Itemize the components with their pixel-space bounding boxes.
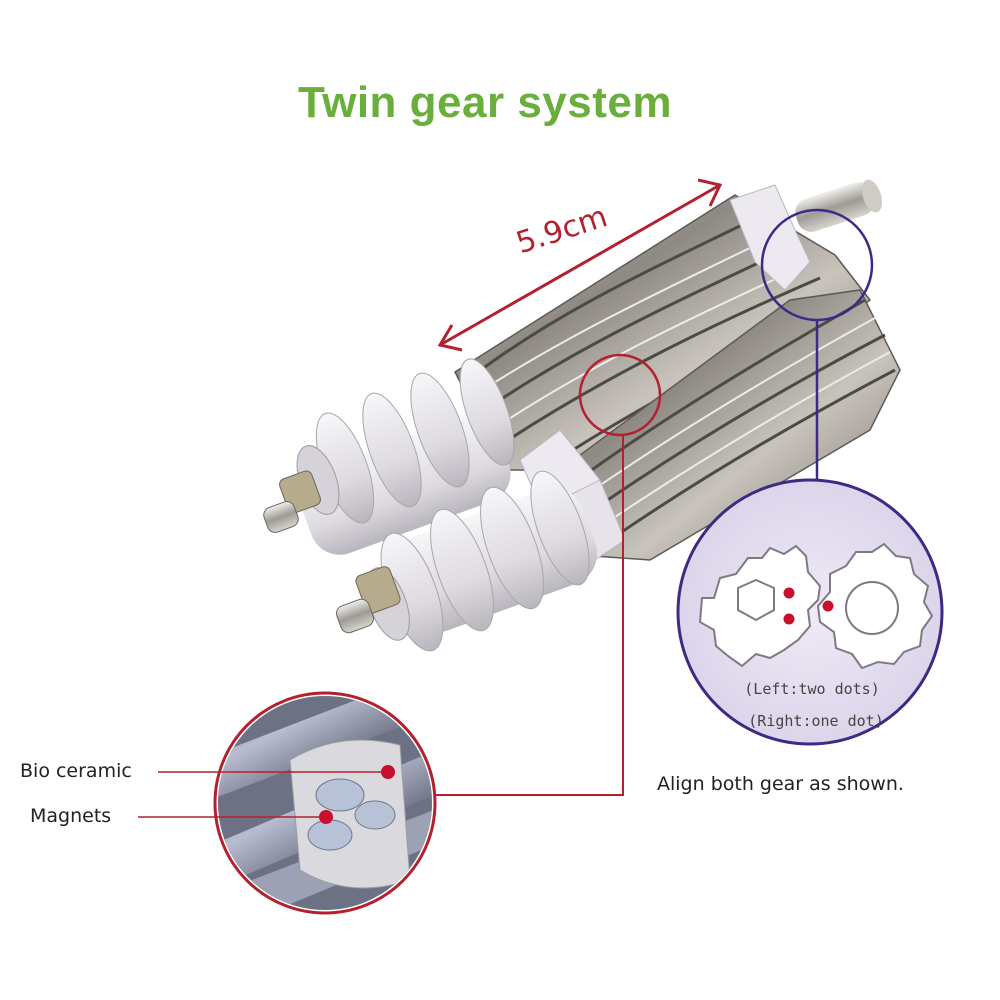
red-callout-leader	[432, 353, 662, 796]
gear-alignment-panel	[676, 478, 944, 746]
bio-ceramic-marker	[381, 765, 395, 779]
diagram-title: Twin gear system	[298, 78, 672, 127]
left-gear-icon	[698, 544, 822, 668]
alignment-instruction: Align both gear as shown.	[657, 773, 904, 795]
left-gear-note: (Left:two dots)	[744, 680, 880, 698]
upper-ceramic-screw	[263, 358, 515, 555]
lower-ceramic-screw	[335, 470, 598, 652]
dimension-arrow	[437, 178, 723, 352]
left-gear-dot-bottom	[783, 613, 795, 625]
right-gear-icon	[816, 542, 934, 670]
purple-callout-leader	[760, 208, 874, 498]
magnets-label: Magnets	[30, 805, 112, 827]
callout-lines	[138, 771, 382, 818]
steel-shaft	[795, 179, 883, 232]
bio-ceramic-label: Bio ceramic	[20, 760, 132, 782]
magnets-marker	[319, 810, 333, 824]
right-gear-note: (Right:one dot)	[748, 712, 884, 730]
left-gear-dot-top	[783, 587, 795, 599]
ceramic-detail-inset	[213, 691, 437, 915]
right-gear-dot	[822, 600, 834, 612]
